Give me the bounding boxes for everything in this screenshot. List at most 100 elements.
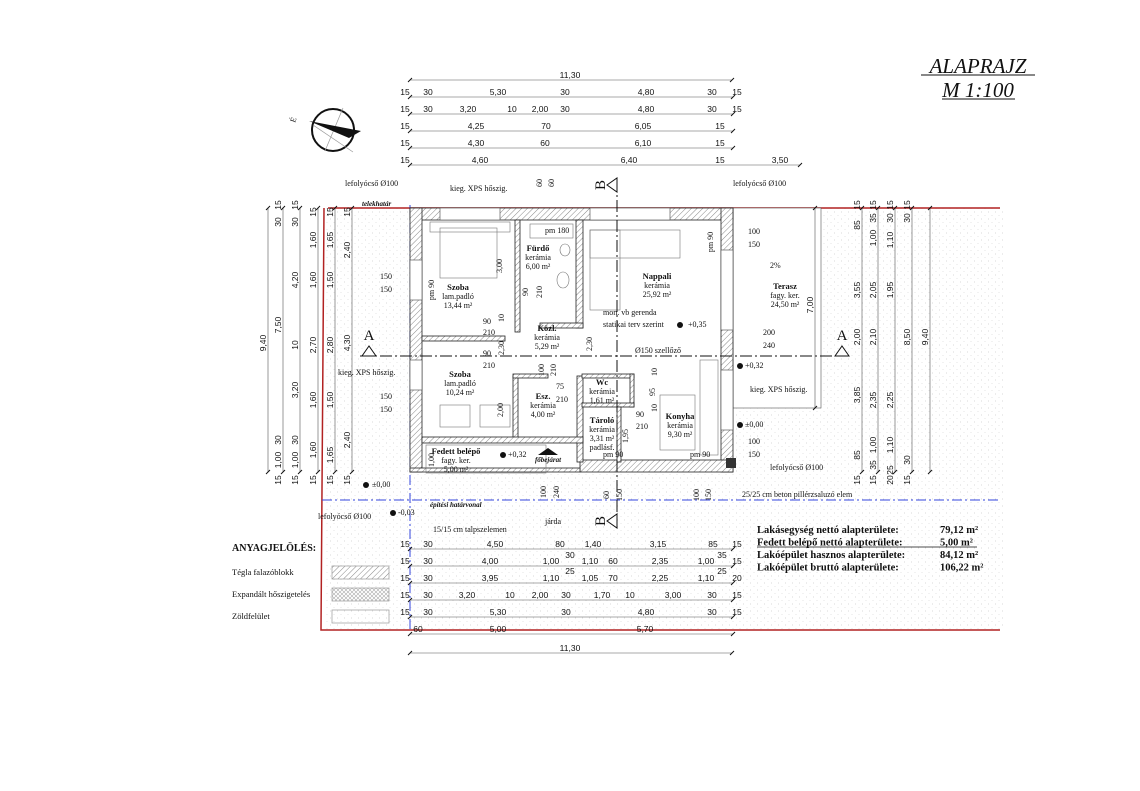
right-dim-col-value: 3,85 (852, 386, 862, 403)
left-dim-col-value: 2,40 (342, 241, 352, 258)
summary-label: Lakásegység nettó alapterülete: (757, 525, 899, 536)
annotation-label: +0,32 (508, 450, 527, 459)
left-dim-col-value: 15 (325, 475, 335, 485)
top-dim-row-value: 15 (715, 138, 725, 148)
top-dim-row-value: 15 (400, 155, 410, 165)
walls (409, 207, 734, 473)
annotation-label: 150 (748, 450, 760, 459)
bottom-dim-row-value: 3,20 (459, 590, 476, 600)
bottom-dim-row-value: 3,15 (650, 539, 667, 549)
bottom-dim-row-value: 3,00 (665, 590, 682, 600)
bottom-dim-row-value: 30 (423, 573, 433, 583)
bottom-dim-row-value: 15 (400, 607, 410, 617)
toilet (556, 271, 570, 289)
room-area: 6,00 m² (526, 262, 551, 271)
annotation-label: 60 (602, 491, 611, 499)
right-dim-col-value: 3,55 (852, 281, 862, 298)
bottom-dim-row-value: 30 (565, 550, 575, 560)
wall (629, 373, 635, 408)
section-marker-icon (834, 345, 850, 357)
bottom-dim-row-value: 60 (608, 556, 618, 566)
annotation-label: 90 (483, 349, 491, 358)
annotation-label: 2,00 (496, 403, 505, 417)
left-dim-col-value: 1,60 (308, 271, 318, 288)
annotation-label: 210 (535, 286, 544, 298)
summary-value: 84,12 m² (940, 550, 978, 561)
window (409, 259, 423, 301)
room-name: Nappali (643, 271, 672, 281)
bottom-dim-row-value: 1,10 (698, 573, 715, 583)
summary-label: Lakóépület hasznos alapterülete: (757, 550, 905, 561)
legend-swatch-dots (331, 609, 390, 624)
elevation-marker-icon (737, 422, 743, 428)
elevation-marker-icon (677, 322, 683, 328)
annotation-label: 75 (556, 382, 564, 391)
top-dim-row-value: 10 (507, 104, 517, 114)
dim-tick (315, 205, 321, 211)
bottom-dim-row-value: 4,00 (482, 556, 499, 566)
kitchen-counter (699, 359, 719, 456)
bottom-dim-row-value: 15 (400, 590, 410, 600)
bottom-dim-row-value: 30 (423, 590, 433, 600)
annotation-label: 1,95 (621, 429, 630, 443)
window (439, 207, 501, 221)
room-area: 10,24 m² (446, 388, 475, 397)
room-floor: kerámia (589, 425, 615, 434)
dim-tick (859, 205, 865, 211)
annotation-label: 100 (537, 364, 546, 376)
dim-tick (927, 469, 933, 475)
left-dim-col-value: 1,65 (325, 231, 335, 248)
left-dim-col-value: 9,40 (258, 334, 268, 351)
annotation-label: pm 180 (545, 226, 569, 235)
top-dim-row-value: 15 (732, 87, 742, 97)
left-dim-col-value: 1,50 (325, 391, 335, 408)
annotation-label: telekhatár (362, 200, 391, 208)
annotation-label: 100 (748, 437, 760, 446)
wall (539, 322, 584, 329)
room-floor: fagy. ker. (441, 456, 470, 465)
annotation-label: Ø150 szellőző (635, 346, 681, 355)
bottom-dim-row-value: 15 (732, 607, 742, 617)
room-floor: kerámia (589, 387, 615, 396)
dim-tick (730, 145, 736, 151)
section-label-a: A (837, 328, 848, 344)
annotation-label: pm 90 (603, 450, 623, 459)
room-note: padlásf. (589, 443, 614, 452)
dim-tick (909, 205, 915, 211)
bottom-dim-row-value: 60 (413, 624, 423, 634)
annotation-label: 90 (521, 288, 530, 296)
window (589, 207, 671, 221)
left-dim-col-value: 1,60 (308, 391, 318, 408)
annotation-label: 150 (380, 405, 392, 414)
bottom-dim-row-value: 2,25 (652, 573, 669, 583)
right-dim-col-value: 15 (868, 475, 878, 485)
legend-title: ANYAGJELÖLÉS: (232, 541, 316, 554)
bottom-dim-row-value: 15 (400, 539, 410, 549)
bottom-dim-row-value: 1,00 (698, 556, 715, 566)
drawing-scale: M 1:100 (941, 78, 1014, 102)
annotation-label: lefolyócső Ø100 (345, 179, 398, 188)
dim-tick (407, 650, 413, 656)
bottom-dim-row-value: 1,05 (582, 573, 599, 583)
right-dim-col-value: 35 (868, 213, 878, 223)
right-dim-col-value: 15 (852, 200, 862, 210)
top-dim-row-value: 5,30 (490, 87, 507, 97)
dim-tick (730, 128, 736, 134)
top-dim-row-value: 4,80 (638, 104, 655, 114)
bottom-dim-row-value: 1,10 (543, 573, 560, 583)
room-area: 4,00 m² (531, 410, 556, 419)
left-dim-col-value: 15 (342, 207, 352, 217)
dim-tick (927, 205, 933, 211)
right-dim-col-value: 2,00 (852, 328, 862, 345)
bottom-dim-row-value: 25 (565, 566, 575, 576)
dim-tick (349, 469, 355, 475)
room-name: Közl. (537, 323, 556, 333)
dim-tick (407, 580, 413, 586)
bottom-dim-row-value: 30 (707, 607, 717, 617)
room-name: Konyha (666, 411, 696, 421)
